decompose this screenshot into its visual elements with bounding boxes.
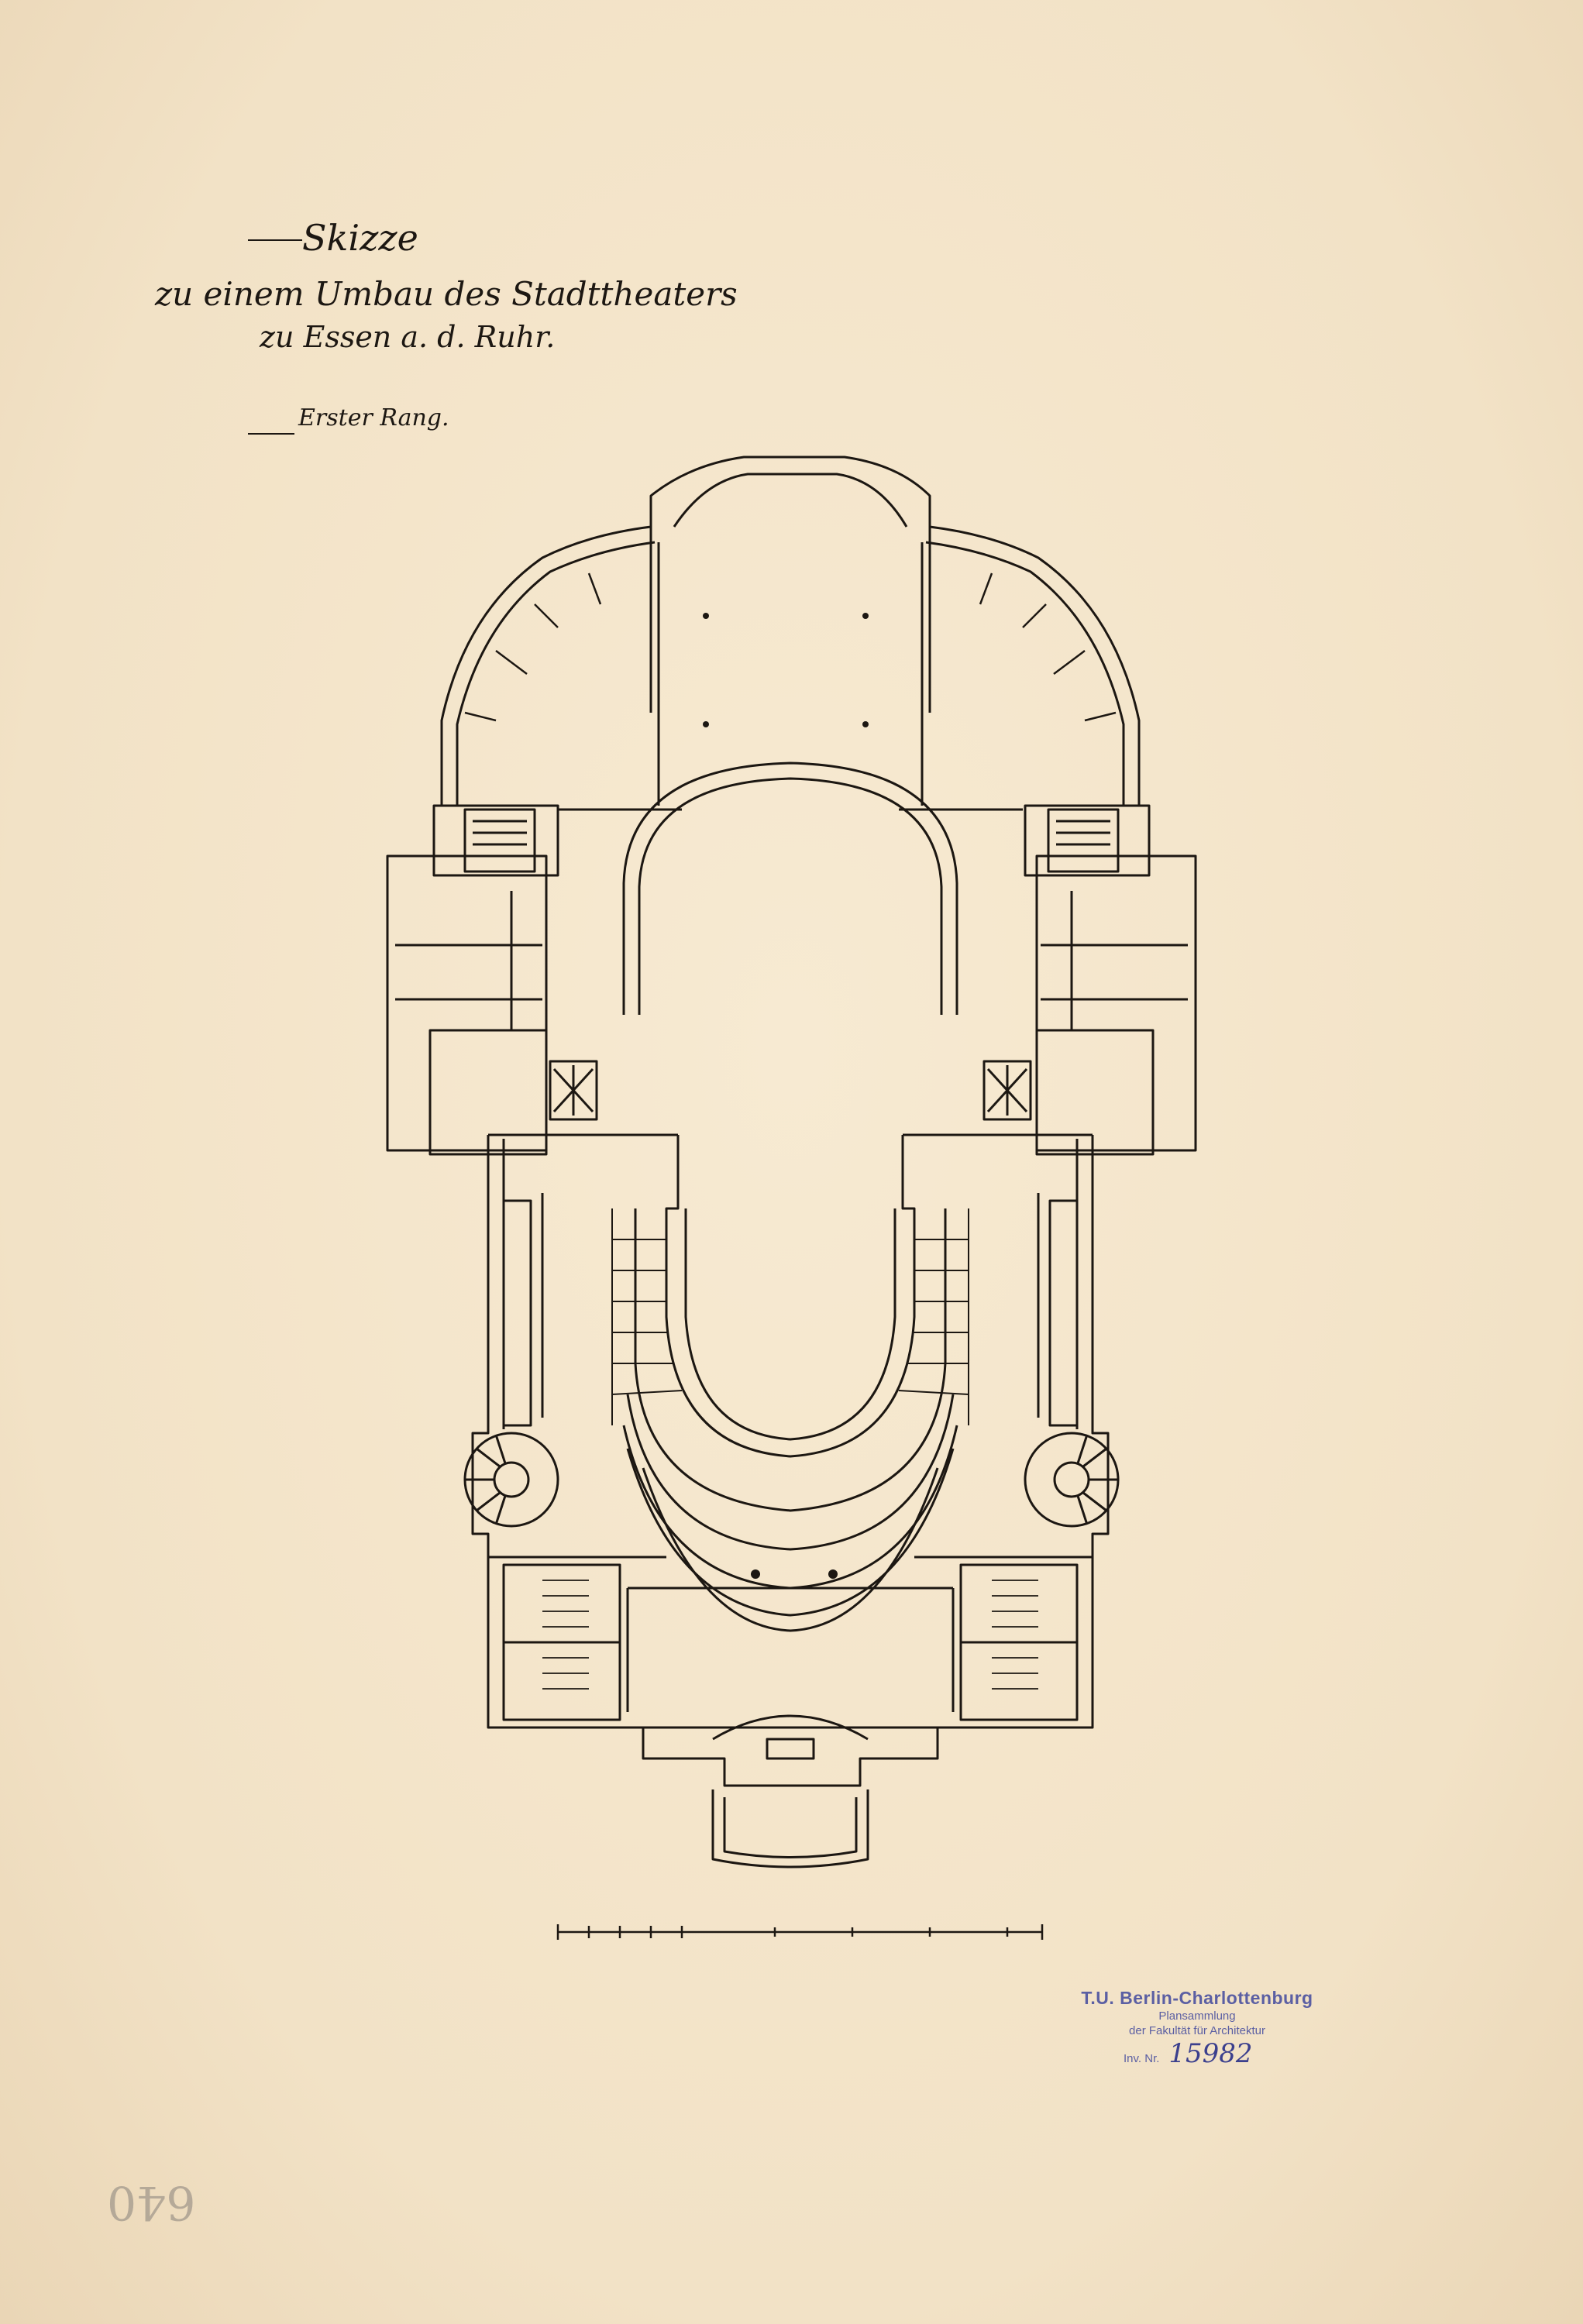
- drawing-title-line-3: zu Essen a. d. Ruhr.: [260, 320, 556, 354]
- stage-apse: [440, 456, 1141, 806]
- stamp-inventory: Inv. Nr. 15982: [1069, 2038, 1325, 2069]
- boxes-right: [898, 1208, 969, 1425]
- stage-opening: [558, 761, 1023, 1015]
- boxes-left: [611, 1208, 683, 1425]
- first-tier-horseshoe: [622, 1135, 958, 1632]
- title-flourish: [248, 239, 302, 435]
- left-wing: [386, 804, 598, 1156]
- spiral-stair-right: [1024, 1432, 1120, 1528]
- foyer-stairs: [542, 1580, 1038, 1690]
- drawing-title-line-2: zu einem Umbau des Stadttheaters: [155, 275, 738, 313]
- spiral-stair-left: [463, 1432, 559, 1528]
- archive-number: 640: [107, 2175, 196, 2229]
- stamp-inventory-label: Inv. Nr.: [1124, 2052, 1160, 2065]
- scale-bar: [556, 1924, 1044, 1940]
- archive-stamp: T.U. Berlin-Charlottenburg Plansammlung …: [1069, 1988, 1325, 2069]
- drawing-title: Skizze: [302, 217, 418, 259]
- foyer: [488, 1556, 1093, 1721]
- stamp-institution: T.U. Berlin-Charlottenburg: [1081, 1988, 1313, 2008]
- stamp-collection: Plansammlung: [1158, 2009, 1236, 2023]
- entrance-porch: [642, 1714, 939, 1868]
- apse-buttresses: [464, 572, 1117, 722]
- auditorium-body: [471, 1133, 1110, 1729]
- stamp-inventory-number: 15982: [1168, 2038, 1253, 2069]
- right-wing: [982, 804, 1197, 1156]
- drawing-subtitle: Erster Rang.: [298, 404, 449, 431]
- columns: [703, 613, 869, 1579]
- stamp-faculty: der Fakultät für Architektur: [1129, 2024, 1265, 2037]
